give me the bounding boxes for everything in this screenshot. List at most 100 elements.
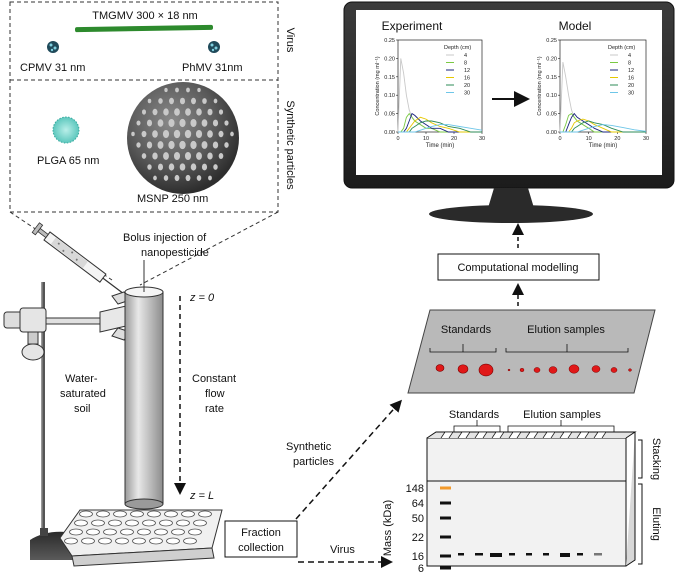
sample-band bbox=[594, 553, 602, 556]
legend-label: 30 bbox=[628, 91, 634, 97]
rack-tube bbox=[164, 510, 178, 518]
msnp-pore bbox=[175, 87, 179, 93]
model-title: Model bbox=[559, 19, 592, 33]
rack-tube bbox=[125, 519, 139, 527]
z-top-label: z = 0 bbox=[189, 292, 215, 304]
tmgmv-rod bbox=[75, 24, 214, 33]
legend-label: 20 bbox=[628, 83, 634, 89]
elution-spot bbox=[568, 364, 580, 374]
msnp-pore bbox=[162, 129, 170, 139]
msnp-pore bbox=[153, 175, 157, 181]
sample-band bbox=[526, 553, 532, 556]
gel-bands bbox=[458, 553, 602, 557]
soil-label-1: Water- bbox=[65, 373, 98, 385]
msnp-pore bbox=[163, 152, 169, 160]
rack-tube bbox=[181, 510, 195, 518]
msnp-pore bbox=[173, 129, 181, 139]
z-bottom-label: z = L bbox=[189, 490, 214, 502]
msnp-pore bbox=[141, 109, 147, 115]
rack-tube bbox=[171, 528, 185, 536]
msnp-pore bbox=[202, 98, 207, 104]
elution-spot bbox=[519, 368, 525, 372]
rack-tube bbox=[91, 519, 105, 527]
plate-elution-bracket bbox=[505, 344, 629, 353]
assay-plate bbox=[407, 309, 656, 394]
rack-tube bbox=[147, 510, 161, 518]
msnp-pore bbox=[147, 98, 152, 104]
y-tick-label: 0.20 bbox=[546, 56, 557, 62]
eluting-bracket bbox=[638, 483, 643, 565]
legend-label: 4 bbox=[628, 53, 631, 59]
series-line-30 bbox=[560, 124, 647, 133]
particle-panel: Virus Synthetic particles TMGMV 300 × 18… bbox=[9, 1, 296, 286]
rack-tube bbox=[154, 528, 168, 536]
x-tick-label: 20 bbox=[614, 136, 620, 142]
msnp-pore bbox=[201, 119, 208, 127]
msnp-pore bbox=[157, 141, 164, 149]
gel-elution-bracket bbox=[507, 420, 615, 432]
rack-tube bbox=[103, 528, 117, 536]
marker-label-22: 22 bbox=[412, 532, 424, 544]
y-tick-label: 0.10 bbox=[384, 93, 395, 99]
marker-band-22 bbox=[440, 535, 451, 539]
msnp-pore bbox=[168, 163, 175, 171]
marker-band-16 bbox=[440, 554, 451, 558]
plate-standards-bracket bbox=[429, 344, 497, 353]
y-axis-label: Concentration (mg ml⁻¹) bbox=[375, 56, 381, 115]
legend-label: 12 bbox=[464, 68, 470, 74]
marker-label-16: 16 bbox=[412, 551, 424, 563]
experiment-title: Experiment bbox=[382, 19, 443, 33]
msnp-pore bbox=[186, 87, 190, 93]
gel bbox=[426, 431, 637, 567]
msnp-pore bbox=[212, 119, 219, 127]
gel-well bbox=[593, 431, 607, 439]
msnp-pore bbox=[163, 108, 169, 116]
msnp-pore bbox=[168, 119, 175, 127]
fraction-label-1: Fraction bbox=[241, 527, 281, 539]
msnp-pore bbox=[207, 108, 213, 116]
gel-standards-bracket bbox=[453, 420, 501, 432]
gel-well bbox=[508, 431, 522, 439]
msnp-pore bbox=[230, 131, 234, 137]
injection-label-1: Bolus injection of bbox=[123, 232, 207, 244]
tube-rack bbox=[59, 509, 223, 567]
msnp-pore bbox=[218, 109, 224, 115]
rack-tube bbox=[137, 528, 151, 536]
y-tick-label: 0.15 bbox=[546, 75, 557, 81]
series-line-30 bbox=[398, 124, 483, 133]
rack-tube bbox=[149, 537, 163, 545]
plga-label: PLGA 65 nm bbox=[37, 155, 99, 167]
arrow-to-plate bbox=[295, 399, 402, 520]
msnp-pore bbox=[208, 175, 212, 181]
msnp-pore bbox=[185, 108, 191, 116]
msnp-pore bbox=[179, 140, 186, 150]
msnp-pore bbox=[213, 98, 218, 104]
x-tick-label: 0 bbox=[396, 136, 399, 142]
y-tick-label: 0.05 bbox=[384, 112, 395, 118]
msnp-pore bbox=[164, 87, 168, 93]
y-tick-label: 0.00 bbox=[546, 130, 557, 136]
rack-tube bbox=[98, 537, 112, 545]
msnp-pore bbox=[207, 130, 213, 138]
rack-tube bbox=[176, 519, 190, 527]
msnp-pore bbox=[184, 152, 192, 160]
legend-title: Depth (cm) bbox=[444, 45, 471, 51]
msnp-pore bbox=[157, 163, 164, 171]
fraction-box bbox=[224, 520, 298, 558]
msnp-pore bbox=[201, 163, 208, 171]
plate-elution-label: Elution samples bbox=[527, 324, 605, 336]
sample-band bbox=[490, 553, 502, 557]
standard-spot bbox=[478, 363, 494, 377]
gel-well bbox=[525, 431, 539, 439]
standard-spot bbox=[435, 364, 445, 372]
msnp-pore bbox=[168, 140, 175, 150]
x-tick-label: 30 bbox=[643, 136, 649, 142]
injection-label-2: nanopesticide bbox=[141, 247, 209, 259]
eluting-label: Eluting bbox=[650, 507, 662, 541]
y-tick-label: 0.25 bbox=[546, 38, 557, 44]
msnp-pore bbox=[152, 152, 158, 160]
msnp-pore bbox=[184, 129, 192, 139]
